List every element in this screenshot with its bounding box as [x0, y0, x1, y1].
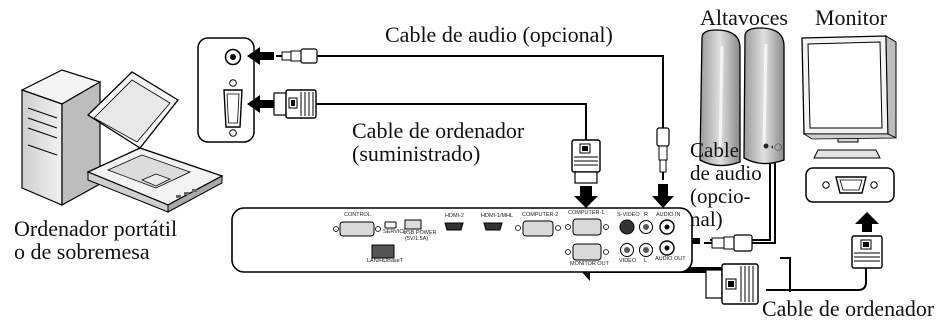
- port-label-video: VIDEO: [619, 258, 637, 264]
- port-label-computer1: COMPUTER-1: [568, 210, 605, 216]
- port-label-l: L: [644, 258, 648, 264]
- speakers-label: Altavoces: [700, 5, 788, 30]
- port-label-hdmi1: HDMI-1/MHL: [481, 213, 514, 219]
- audio-plug-left: [276, 48, 318, 64]
- monitor-label: Monitor: [815, 5, 888, 30]
- computer-illustration: [20, 69, 224, 213]
- vga-plug-left: [273, 89, 317, 119]
- monitor-port-panel: [805, 167, 895, 203]
- computer-port-panel: [197, 37, 255, 143]
- computer-cable-supplied-label-line2: (suministrado): [352, 141, 481, 166]
- port-label-service: SERVICE: [383, 229, 408, 235]
- port-label-audio-out: AUDIO OUT: [655, 256, 686, 262]
- port-label-hdmi2: HDMI-2: [445, 213, 464, 219]
- audio-cable-right-label-line4: nal): [690, 207, 723, 231]
- audio-cable-right-label-line2: de audio: [690, 161, 762, 185]
- port-label-lan: LAN/HDBaseT: [367, 258, 404, 264]
- port-label-monitor-out: MONITOR OUT: [570, 261, 610, 267]
- svg-text:◖◯: ◖◯: [770, 143, 782, 151]
- audio-cable-right-label-line3: (opcio-: [690, 184, 751, 208]
- vga-plug-bottom: [705, 263, 759, 305]
- port-label-audio-in: AUDIO IN: [656, 212, 681, 218]
- port-label-usb-power-line2: (5V/1.5A): [405, 236, 429, 242]
- port-label-r: R: [644, 212, 648, 218]
- computer-label-line1: Ordenador portátil: [14, 216, 178, 241]
- port-label-usb-power-line1: USB POWER: [403, 230, 437, 236]
- cables: [316, 55, 868, 292]
- projector-rear-panel: [231, 207, 693, 273]
- computer-cable-bottom-label: Cable de ordenador: [762, 296, 935, 321]
- audio-cable-right-label-line1: Cable: [690, 138, 739, 162]
- monitor-illustration: [801, 35, 897, 159]
- port-label-svideo: S-VIDEO: [617, 212, 640, 218]
- audio-plug-right: [704, 160, 776, 252]
- speakers-illustration: ◖◯: [699, 27, 785, 167]
- vga-plug-vertical: [571, 139, 601, 184]
- audio-plug-vertical: [656, 127, 670, 180]
- computer-label-line2: o de sobremesa: [14, 239, 150, 264]
- computer-cable-supplied-label-line1: Cable de ordenador: [352, 118, 525, 143]
- port-label-computer2: COMPUTER-2: [522, 212, 559, 218]
- port-label-control: CONTROL: [344, 212, 371, 218]
- audio-cable-optional-label: Cable de audio (opcional): [385, 22, 613, 47]
- vga-plug-monitor: [851, 235, 883, 269]
